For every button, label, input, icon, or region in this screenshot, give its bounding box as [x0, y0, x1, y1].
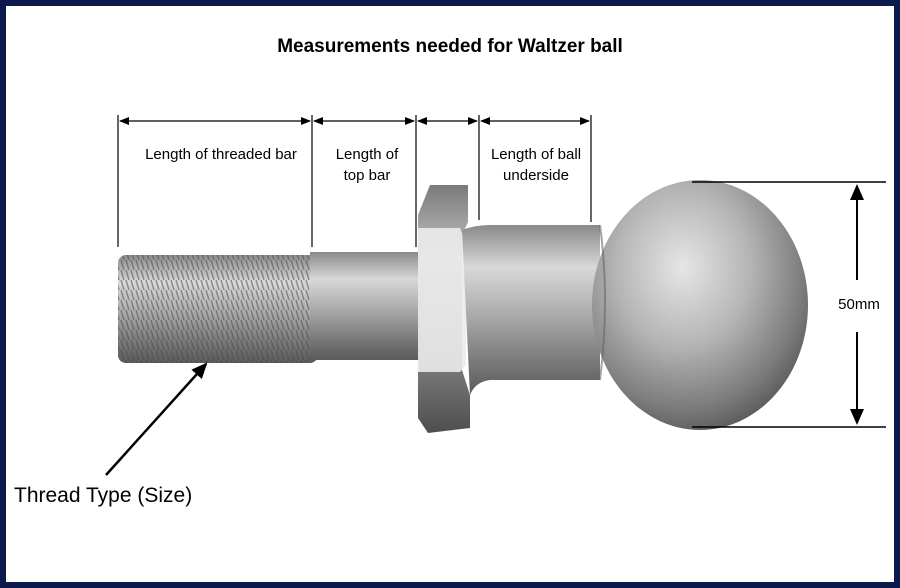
top-bar-part — [310, 252, 425, 360]
collar-dimension — [417, 115, 480, 220]
ball-underside-part — [462, 225, 600, 395]
threaded-bar-dimension — [117, 115, 313, 247]
top-bar-label: Length of top bar — [335, 146, 399, 184]
diagram-title: Measurements needed for Waltzer ball — [277, 36, 623, 57]
ball-underside-label: Length of ball underside — [490, 146, 582, 184]
threaded-bar-label: Length of threaded bar — [145, 146, 297, 163]
threaded-bar-part — [118, 255, 318, 363]
top-bar-dimension — [313, 115, 417, 247]
thread-type-label: Thread Type (Size) — [14, 484, 193, 507]
ball-diameter-dimension — [692, 181, 886, 428]
ball-diameter-label: 50mm — [838, 296, 880, 313]
ball-underside-dimension — [480, 115, 592, 222]
thread-type-arrow — [105, 362, 208, 476]
ball-part — [592, 180, 808, 430]
